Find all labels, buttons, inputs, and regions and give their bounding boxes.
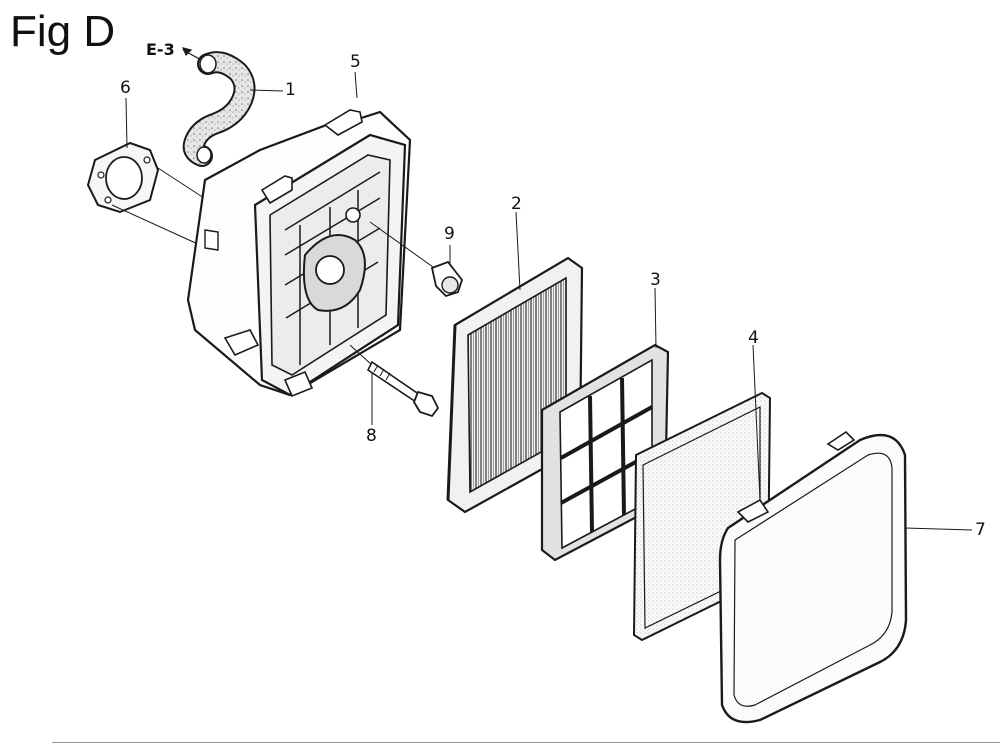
footer-rule xyxy=(52,742,1000,743)
stud-bolt xyxy=(349,344,440,418)
breather-hose xyxy=(182,51,256,167)
flange-bolt xyxy=(369,221,464,298)
callout-leaders xyxy=(125,71,973,531)
callout-1: 1 xyxy=(285,80,296,100)
callout-8: 8 xyxy=(366,426,377,446)
callout-7: 7 xyxy=(975,520,986,540)
callout-6: 6 xyxy=(120,78,131,98)
air-cleaner-case xyxy=(186,109,412,398)
reference-label: E-3 xyxy=(146,40,175,59)
callout-5: 5 xyxy=(350,52,361,72)
callout-4: 4 xyxy=(748,328,759,348)
callout-9: 9 xyxy=(444,224,455,244)
filter-grid-frame xyxy=(540,343,670,562)
callout-2: 2 xyxy=(511,194,522,214)
callout-3: 3 xyxy=(650,270,661,290)
air-cleaner-cover xyxy=(718,430,908,724)
figure-title: Fig D xyxy=(10,7,116,56)
gasket xyxy=(86,141,160,214)
